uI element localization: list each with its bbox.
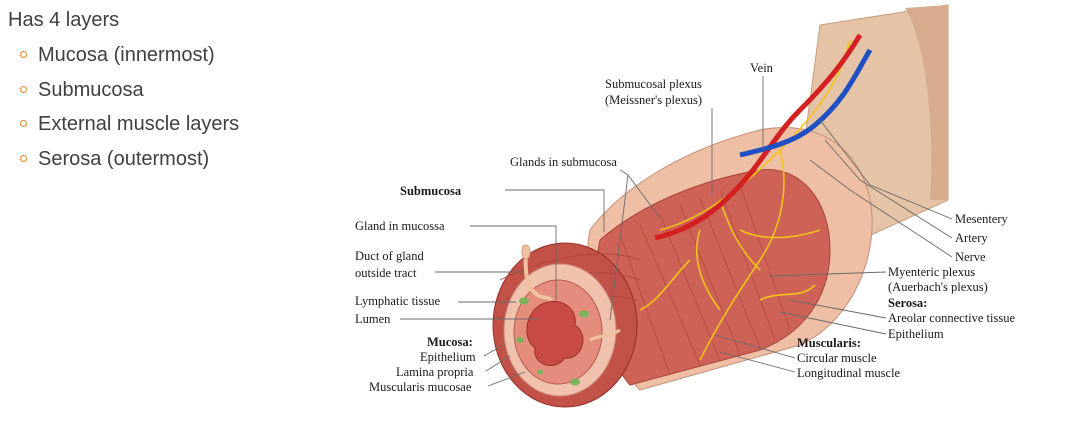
label-mesentery: Mesentery (955, 212, 1009, 226)
label-lamina-propria: Lamina propria (396, 365, 474, 379)
label-myenteric-plexus: Myenteric plexus (888, 265, 975, 279)
label-epithelium-mucosa: Epithelium (420, 350, 476, 364)
label-glands-submucosa: Glands in submucosa (510, 155, 617, 169)
label-areolar-tissue: Areolar connective tissue (888, 311, 1015, 325)
label-muscularis-mucosae: Muscularis mucosae (369, 380, 472, 394)
label-nerve: Nerve (955, 250, 986, 264)
label-duct-of-gland: Duct of gland (355, 249, 424, 263)
label-epithelium-serosa: Epithelium (888, 327, 944, 341)
label-mucosa: Mucosa: (427, 335, 473, 349)
tract-illustration (493, 5, 948, 407)
label-auerbachs-plexus: (Auerbach's plexus) (888, 280, 988, 294)
label-submucosa: Submucosa (400, 184, 462, 198)
label-longitudinal-muscle: Longitudinal muscle (797, 366, 901, 380)
label-gland-mucosa: Gland in mucossa (355, 219, 445, 233)
label-outside-tract: outside tract (355, 266, 417, 280)
label-submucosal-plexus: Submucosal plexus (605, 77, 702, 91)
label-lymphatic-tissue: Lymphatic tissue (355, 294, 441, 308)
label-artery: Artery (955, 231, 988, 245)
label-muscularis: Muscularis: (797, 336, 861, 350)
label-circular-muscle: Circular muscle (797, 351, 877, 365)
label-meissners-plexus: (Meissner's plexus) (605, 93, 702, 107)
gland-outside (522, 245, 530, 259)
label-lumen: Lumen (355, 312, 391, 326)
label-vein: Vein (750, 61, 774, 75)
label-serosa: Serosa: (888, 296, 927, 310)
